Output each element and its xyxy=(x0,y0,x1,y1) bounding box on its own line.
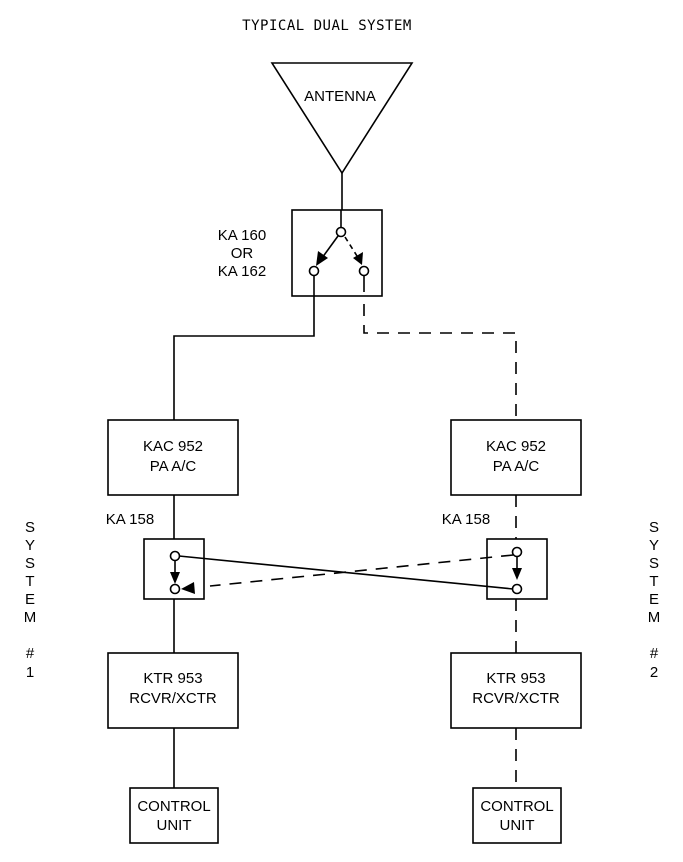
system1-control-line2: UNIT xyxy=(157,817,192,834)
system1-amp: KAC 952 PA A/C xyxy=(107,419,239,496)
antenna-switch-label-line3: KA 162 xyxy=(218,263,266,280)
antenna-switch-label-line2: OR xyxy=(231,245,254,262)
antenna-triangle xyxy=(270,62,414,175)
antenna-switch-common-contact xyxy=(335,226,347,238)
system1-control-unit-box xyxy=(129,787,219,844)
system1-side-letter: S xyxy=(25,555,35,572)
system2-transceiver-line2: RCVR/XCTR xyxy=(472,690,560,707)
system2-amp-line1: KAC 952 xyxy=(486,438,546,455)
system1-control-line1: CONTROL xyxy=(137,798,210,815)
system2-side-letter: T xyxy=(649,573,658,590)
system2-relay-label: KA 158 xyxy=(442,511,490,528)
system2-control-unit-box xyxy=(472,787,562,844)
system2-amp-line2: PA A/C xyxy=(493,458,540,475)
system1-control-unit: CONTROL UNIT xyxy=(129,787,219,844)
system2-side-letter: Y xyxy=(649,537,659,554)
system2-control-line2: UNIT xyxy=(500,817,535,834)
system1-amp-line1: KAC 952 xyxy=(143,438,203,455)
system1-transceiver-line2: RCVR/XCTR xyxy=(129,690,217,707)
system2-transceiver-line1: KTR 953 xyxy=(486,670,545,687)
system2-side-letter: S xyxy=(649,519,659,536)
system1-side-letter: S xyxy=(25,519,35,536)
antenna-switch-arrow-right xyxy=(353,252,363,265)
system2-relay-contact-bottom xyxy=(511,583,523,595)
system1-transceiver-line1: KTR 953 xyxy=(143,670,202,687)
relay-cross-solid xyxy=(178,555,514,590)
system1-amp-box xyxy=(107,419,239,496)
antenna-switch-arrow-left xyxy=(316,251,328,266)
antenna-switch-label-line1: KA 160 xyxy=(218,227,266,244)
system1-amp-line2: PA A/C xyxy=(150,458,197,475)
relay-cross-dashed xyxy=(209,554,514,587)
system1-feed-line xyxy=(173,296,315,420)
system2-amp: KAC 952 PA A/C xyxy=(450,419,582,496)
system2-relay-contact-top xyxy=(511,546,523,558)
system1-relay-label: KA 158 xyxy=(106,511,154,528)
antenna: ANTENNA xyxy=(270,62,414,175)
system1-side-letter: 1 xyxy=(26,664,34,681)
antenna-switch-arm-right xyxy=(344,236,358,257)
system1-side-letter: E xyxy=(25,591,35,608)
system1-side-label: S Y S T E M # 1 xyxy=(24,519,37,681)
antenna-switch-contact-right xyxy=(358,265,370,277)
system1-side-letter: T xyxy=(25,573,34,590)
system2-side-letter: E xyxy=(649,591,659,608)
system2-transceiver: KTR 953 RCVR/XCTR xyxy=(450,652,582,729)
system1-transceiver: KTR 953 RCVR/XCTR xyxy=(107,652,239,729)
system2-transceiver-box xyxy=(450,652,582,729)
antenna-switch-arm-left xyxy=(321,235,339,259)
system2-side-letter: S xyxy=(649,555,659,572)
system2-control-unit: CONTROL UNIT xyxy=(472,787,562,844)
system2-relay xyxy=(486,538,548,600)
system1-side-letter: M xyxy=(24,609,37,626)
system1-relay-contact-bottom xyxy=(169,583,181,595)
system1-side-letter: # xyxy=(26,645,35,662)
antenna-switch-box xyxy=(291,209,383,297)
relay-cross-dashed-arrow xyxy=(181,582,195,594)
system1-relay-arrow xyxy=(170,572,180,584)
antenna-label: ANTENNA xyxy=(304,88,376,105)
system1-side-letter: Y xyxy=(25,537,35,554)
system2-relay-arrow xyxy=(512,568,522,580)
system2-side-label: S Y S T E M # 2 xyxy=(648,519,661,681)
system2-side-letter: M xyxy=(648,609,661,626)
antenna-switch xyxy=(291,209,383,297)
antenna-switch-contact-left xyxy=(308,265,320,277)
system1-transceiver-box xyxy=(107,652,239,729)
system1-relay xyxy=(143,538,205,600)
diagram-title: TYPICAL DUAL SYSTEM xyxy=(242,18,412,34)
system2-side-letter: 2 xyxy=(650,664,658,681)
system1-relay-contact-top xyxy=(169,550,181,562)
system2-feed-line xyxy=(363,304,517,420)
system2-side-letter: # xyxy=(650,645,659,662)
system2-control-line1: CONTROL xyxy=(480,798,553,815)
